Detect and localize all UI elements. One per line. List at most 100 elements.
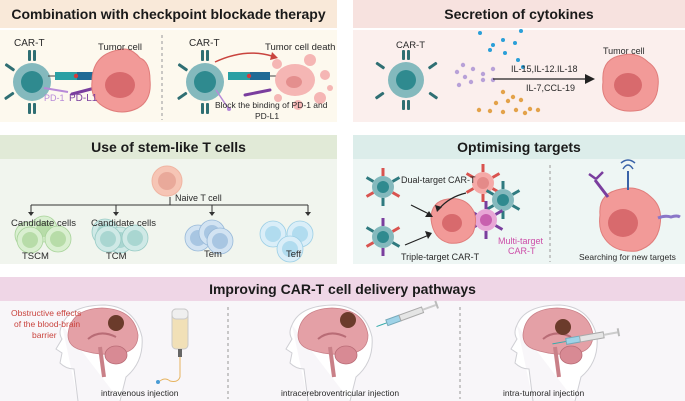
car-receptor-icon bbox=[228, 72, 282, 80]
panel-checkpoint: Combination with checkpoint blockade the… bbox=[0, 0, 337, 122]
label-triple-target: Triple-target CAR-T bbox=[401, 252, 480, 262]
label-car-t: CAR-T bbox=[189, 38, 220, 49]
label-pdl1: PD-L1 bbox=[69, 93, 98, 104]
car-t-cell-icon bbox=[4, 50, 51, 114]
cytokine-dot bbox=[510, 94, 516, 100]
naive-t-cell-icon bbox=[151, 165, 183, 197]
cytokine-dot bbox=[503, 51, 507, 55]
syringe-icon bbox=[376, 300, 439, 328]
label-car-t: CAR-T bbox=[14, 38, 45, 49]
brain-tumor-icon bbox=[340, 312, 356, 328]
label-car-t: CAR-T bbox=[396, 40, 426, 51]
label-dual-target: Dual-target CAR-T bbox=[401, 175, 476, 185]
panel-stem-title: Use of stem-like T cells bbox=[0, 135, 337, 159]
cytokine-dot bbox=[470, 66, 476, 72]
label-intra-tumoral: intra-tumoral injection bbox=[503, 388, 585, 398]
cytokine-dot bbox=[493, 100, 499, 106]
iv-bag-icon bbox=[156, 308, 189, 384]
delivery-illustration bbox=[55, 300, 621, 401]
car-t-cell-icon bbox=[375, 50, 438, 110]
label-teff: Teff bbox=[286, 249, 302, 260]
panel-cytokines: Secretion of cytokines CAR-T Tumor cell … bbox=[353, 0, 685, 122]
cytokine-dot bbox=[500, 89, 506, 95]
cytokine-dot bbox=[513, 41, 517, 45]
cytokine-dot bbox=[488, 48, 492, 52]
t-cell-nucleus bbox=[212, 233, 228, 249]
t-cell-nucleus bbox=[100, 231, 116, 247]
label-cytokines-1: IL-15,IL-12.IL-18 bbox=[511, 64, 578, 74]
stem-illustration bbox=[14, 165, 314, 263]
t-cell-nucleus bbox=[50, 231, 66, 247]
label-tem: Tem bbox=[204, 249, 222, 260]
t-cell-nucleus bbox=[265, 226, 281, 242]
label-block-binding: Block the binding of PD-1 and bbox=[215, 100, 328, 110]
cytokine-dot bbox=[521, 65, 525, 69]
panel-targets-title: Optimising targets bbox=[353, 135, 685, 159]
targets-illustration bbox=[365, 159, 681, 262]
cytokine-dot bbox=[519, 29, 523, 33]
brain-head-icon bbox=[285, 304, 373, 401]
cytokine-dot bbox=[476, 107, 482, 113]
cytokine-dot bbox=[513, 107, 519, 113]
syringe-icon bbox=[552, 328, 621, 345]
cytokine-dot bbox=[522, 110, 528, 116]
panel-targets: Optimising targets Dual-target CAR-T Tri… bbox=[353, 135, 685, 264]
pd1-icon bbox=[43, 87, 69, 93]
pd1-icon bbox=[215, 89, 229, 109]
label-bbb-2: of the blood-brain bbox=[14, 319, 81, 329]
cytokine-dot bbox=[487, 108, 493, 114]
label-intracerebroventricular: intracerebroventricular injection bbox=[281, 388, 400, 398]
cytokine-dot bbox=[454, 69, 460, 75]
label-tumor-cell: Tumor cell bbox=[98, 42, 142, 53]
car-t-cell-icon bbox=[177, 50, 224, 114]
multi-target-car-t-icon bbox=[465, 164, 501, 202]
label-candidate-cells: Candidate cells bbox=[11, 218, 76, 229]
cytokines-illustration bbox=[375, 29, 659, 116]
cytokine-dot bbox=[501, 38, 505, 42]
label-pd1: PD-1 bbox=[44, 93, 65, 103]
lineage-tree bbox=[30, 197, 309, 213]
pdl1-icon bbox=[243, 88, 272, 97]
panel-delivery: Improving CAR-T cell delivery pathways bbox=[0, 277, 685, 401]
triple-target-car-t-icon bbox=[365, 218, 401, 256]
tumor-cell-icon bbox=[91, 48, 151, 113]
multi-target-car-t-icon bbox=[485, 181, 521, 219]
label-cytokines-2: IL-7,CCL-19 bbox=[526, 83, 576, 93]
label-bbb-3: barrier bbox=[32, 330, 57, 340]
tumor-cell-icon bbox=[602, 53, 659, 112]
brain-head-icon bbox=[510, 304, 598, 401]
cytokine-dot bbox=[518, 97, 524, 103]
cytokine-dot bbox=[468, 79, 474, 85]
checkpoint-illustration bbox=[4, 35, 333, 120]
cytokine-dot bbox=[480, 77, 486, 83]
brain-tumor-icon bbox=[555, 319, 571, 335]
t-cell-nucleus bbox=[282, 241, 298, 257]
cytokine-dot bbox=[527, 106, 533, 112]
label-intravenous: intravenous injection bbox=[101, 388, 179, 398]
label-bbb: Obstructive effects bbox=[11, 308, 82, 318]
label-naive-t-cell: Naive T cell bbox=[175, 193, 222, 203]
label-multi-target-2: CAR-T bbox=[508, 246, 536, 256]
panel-checkpoint-title: Combination with checkpoint blockade the… bbox=[0, 0, 337, 28]
t-cell-nucleus bbox=[22, 232, 38, 248]
tumor-new-targets-icon bbox=[588, 159, 681, 252]
cytokine-dot bbox=[491, 43, 495, 47]
label-multi-target: Multi-target bbox=[498, 236, 544, 246]
label-tumor-cell-death: Tumor cell death bbox=[265, 42, 336, 53]
cytokine-dot bbox=[480, 71, 486, 77]
t-cell-nucleus bbox=[127, 230, 143, 246]
label-tscm: TSCM bbox=[22, 251, 49, 262]
cytokine-dot bbox=[456, 82, 462, 88]
pdl1-icon bbox=[70, 86, 97, 96]
cytokine-dot bbox=[478, 31, 482, 35]
cytokine-dot bbox=[505, 98, 511, 104]
tumor-death-icon bbox=[272, 54, 333, 110]
label-search-targets: Searching for new targets bbox=[579, 252, 676, 262]
label-candidate-cells: Candidate cells bbox=[91, 218, 156, 229]
cytokine-dot bbox=[490, 66, 496, 72]
cytokine-dot bbox=[500, 109, 506, 115]
cytokine-dot bbox=[516, 58, 520, 62]
label-tumor-cell: Tumor cell bbox=[603, 46, 645, 56]
label-tcm: TCM bbox=[106, 251, 127, 262]
tumor-cell-icon bbox=[430, 198, 477, 244]
